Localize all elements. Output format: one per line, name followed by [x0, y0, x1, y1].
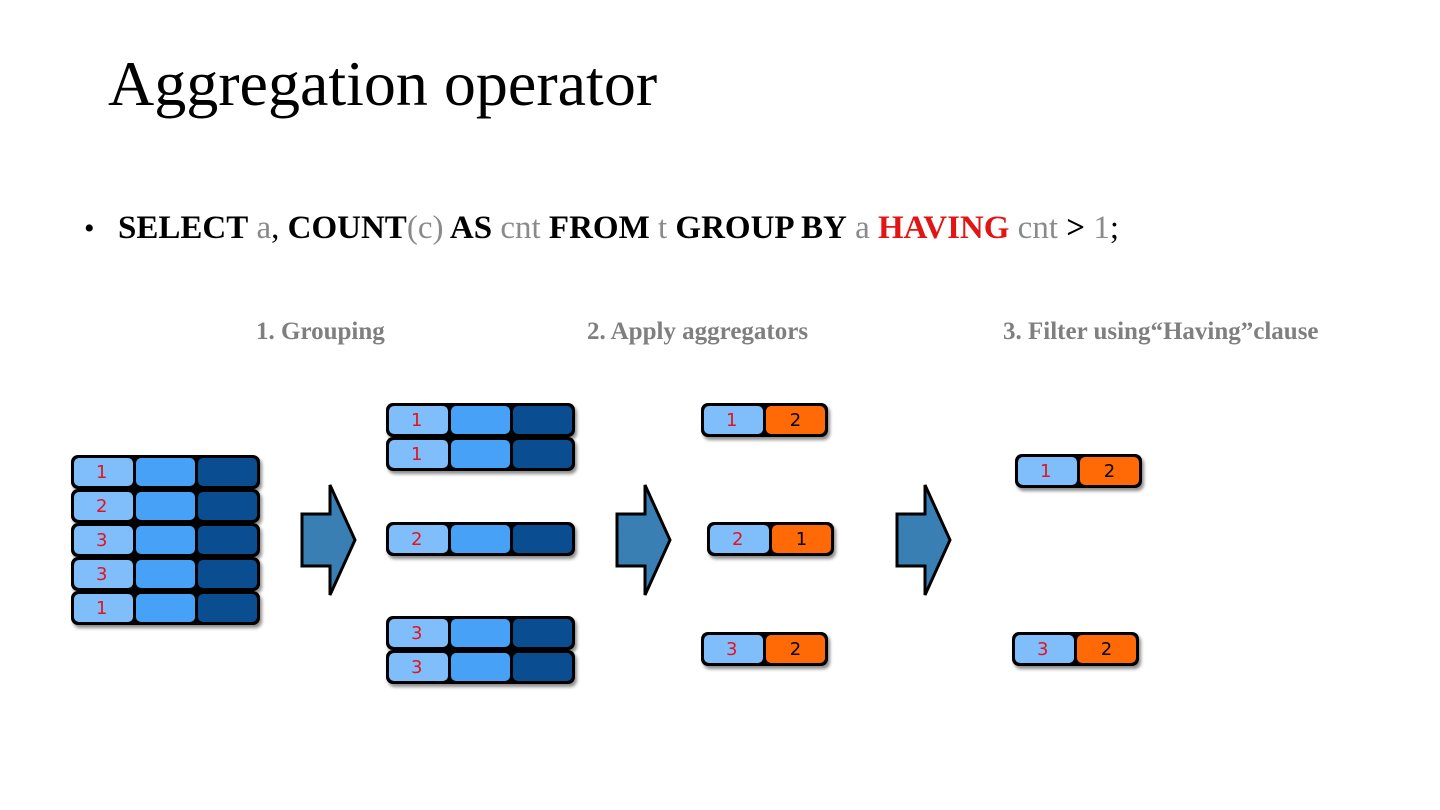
count-cell: 2 [1080, 457, 1139, 485]
sql-token: a [846, 210, 870, 246]
value-cell [513, 406, 572, 434]
key-cell: 1 [1018, 457, 1077, 485]
right-arrow-icon [615, 484, 672, 596]
key-cell: 2 [710, 525, 769, 553]
sql-bullet: • SELECT a, COUNT(c) AS cnt FROM t GROUP… [84, 206, 1119, 251]
value-cell [513, 525, 572, 553]
right-arrow-icon [895, 484, 952, 596]
value-cell [513, 653, 572, 681]
key-cell: 2 [389, 525, 448, 553]
step-grouping-label: 1. Grouping [256, 318, 385, 345]
group-3: 3 3 [386, 616, 575, 684]
key-cell: 3 [389, 653, 448, 681]
key-cell: 1 [74, 458, 133, 486]
value-cell [513, 619, 572, 647]
sql-token: HAVING [869, 210, 1010, 246]
sql-statement: SELECT a, COUNT(c) AS cnt FROM t GROUP B… [118, 206, 1119, 250]
sql-token: cnt [492, 210, 541, 246]
sql-token: FROM [540, 210, 650, 246]
key-cell: 3 [74, 560, 133, 588]
key-cell: 2 [74, 492, 133, 520]
sql-token: , [271, 210, 280, 246]
table-row: 3 [71, 557, 260, 591]
sql-token: COUNT [279, 210, 407, 246]
value-cell [198, 526, 257, 554]
sql-token: t [649, 210, 668, 246]
value-cell [198, 458, 257, 486]
value-cell [451, 406, 510, 434]
value-cell [136, 458, 195, 486]
table-row: 2 [71, 489, 260, 523]
value-cell [451, 525, 510, 553]
value-cell [513, 440, 572, 468]
key-cell: 3 [74, 526, 133, 554]
group-1: 1 1 [386, 403, 575, 471]
table-row: 3 [71, 523, 260, 557]
sql-token: 1 [1085, 210, 1110, 246]
sql-token: > [1058, 210, 1086, 246]
count-cell: 1 [772, 525, 831, 553]
value-cell [451, 619, 510, 647]
value-cell [136, 560, 195, 588]
count-cell: 2 [766, 406, 825, 434]
value-cell [451, 440, 510, 468]
slide-title: Aggregation operator [108, 48, 658, 119]
value-cell [136, 594, 195, 622]
step-filter-label: 3. Filter using“Having”clause [1003, 318, 1319, 345]
key-cell: 1 [389, 440, 448, 468]
key-cell: 3 [1015, 635, 1074, 663]
group-2: 2 [386, 522, 575, 556]
value-cell [198, 492, 257, 520]
table-row: 2 [386, 522, 575, 556]
key-cell: 3 [389, 619, 448, 647]
right-arrow-icon [300, 484, 357, 596]
value-cell [136, 526, 195, 554]
value-cell [198, 560, 257, 588]
key-cell: 1 [704, 406, 763, 434]
sql-token: SELECT [118, 210, 249, 246]
table-row: 1 [71, 455, 260, 489]
table-row: 1 [386, 403, 575, 437]
sql-token: (c) [406, 210, 444, 246]
sql-token: AS [443, 210, 493, 246]
bullet-dot: • [84, 212, 95, 245]
sql-token: a [248, 210, 272, 246]
table-row: 1 [71, 591, 260, 625]
count-cell: 2 [1077, 635, 1136, 663]
key-cell: 3 [704, 635, 763, 663]
sql-token: GROUP BY [667, 210, 847, 246]
input-table: 1 2 3 3 1 [71, 455, 260, 625]
sql-token: ; [1109, 210, 1119, 246]
sql-token: cnt [1009, 210, 1058, 246]
key-cell: 1 [74, 594, 133, 622]
value-cell [198, 594, 257, 622]
table-row: 1 [386, 437, 575, 471]
step-aggregate-label: 2. Apply aggregators [587, 318, 809, 345]
table-row: 3 [386, 616, 575, 650]
key-cell: 1 [389, 406, 448, 434]
value-cell [451, 653, 510, 681]
table-row: 3 [386, 650, 575, 684]
value-cell [136, 492, 195, 520]
count-cell: 2 [766, 635, 825, 663]
